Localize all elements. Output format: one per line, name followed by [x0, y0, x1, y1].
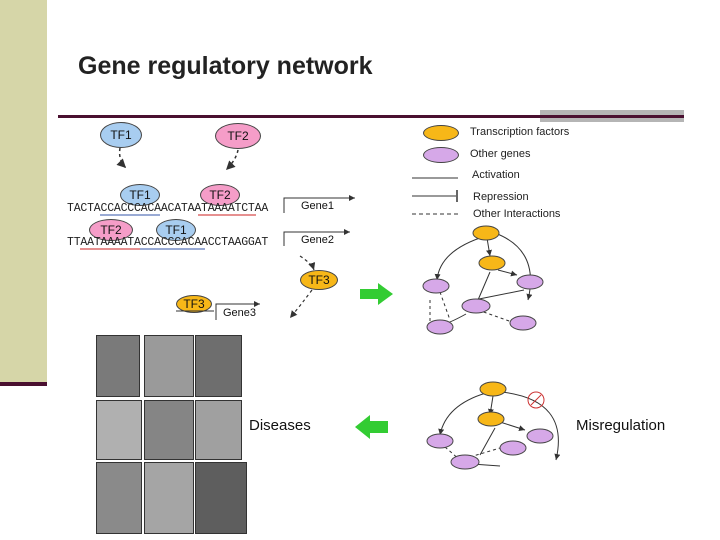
- regulatory-network-misregulated: [426, 381, 561, 470]
- tf2-binding-bubble: TF2: [200, 184, 240, 206]
- gene3-label: Gene3: [223, 307, 257, 319]
- misregulation-marker-icon: [527, 391, 545, 409]
- legend-transcription-factor-swatch: [423, 125, 459, 141]
- patient-photo: [144, 335, 194, 397]
- legend-transcription-factors-label: Transcription factors: [470, 126, 570, 138]
- title-rule: [58, 115, 684, 118]
- legend-repression-label: Repression: [473, 191, 529, 203]
- tf1-arrow: [116, 147, 127, 169]
- gene2-label: Gene2: [301, 234, 335, 246]
- regulatory-network-normal: [422, 225, 544, 335]
- diseases-label: Diseases: [249, 417, 311, 434]
- tf3-bubble: TF3: [300, 270, 338, 290]
- tf3-binding-bubble: TF3: [176, 295, 212, 313]
- patient-photo: [195, 335, 242, 397]
- slide-title: Gene regulatory network: [78, 52, 373, 80]
- green-right-arrow: [360, 283, 393, 305]
- tf2-arrow: [225, 149, 239, 171]
- tf2-binding-bubble: TF2: [89, 219, 133, 241]
- gene2-start-arrow: [283, 229, 350, 246]
- patient-photo: [96, 400, 142, 460]
- gene3-start-arrow: [215, 301, 260, 320]
- legend-other-gene-swatch: [423, 147, 459, 163]
- tf1-binding-bubble: TF1: [156, 219, 196, 241]
- dna-sequence-gene2: TTAATAAAATACCACCCACAACCTAAGGAT: [67, 236, 269, 249]
- patient-photo: [96, 462, 142, 534]
- gene1-label: Gene1: [301, 200, 335, 212]
- misregulation-label: Misregulation: [576, 417, 666, 434]
- tf3-binding-arrow: [289, 289, 313, 319]
- patient-photo: [96, 335, 140, 397]
- sidebar-decoration: [0, 0, 47, 386]
- patient-photo: [144, 462, 194, 534]
- tf1-bubble: TF1: [100, 122, 142, 148]
- sidebar-divider: [0, 382, 47, 386]
- gene1-start-arrow: [283, 195, 355, 213]
- patient-photo: [195, 462, 247, 534]
- tf3-production-arrow: [299, 255, 316, 271]
- legend-other-interactions-label: Other Interactions: [473, 208, 561, 220]
- tf2-bubble: TF2: [215, 123, 261, 149]
- patient-photo: [195, 400, 242, 460]
- legend-activation-label: Activation: [472, 169, 520, 181]
- green-left-arrow: [355, 415, 388, 439]
- dna-sequence-gene1: TACTACCACCCACAACATAATAAAATCTAA: [67, 202, 269, 215]
- tf1-binding-bubble: TF1: [120, 184, 160, 206]
- patient-photo: [144, 400, 194, 460]
- legend-other-genes-label: Other genes: [470, 148, 531, 160]
